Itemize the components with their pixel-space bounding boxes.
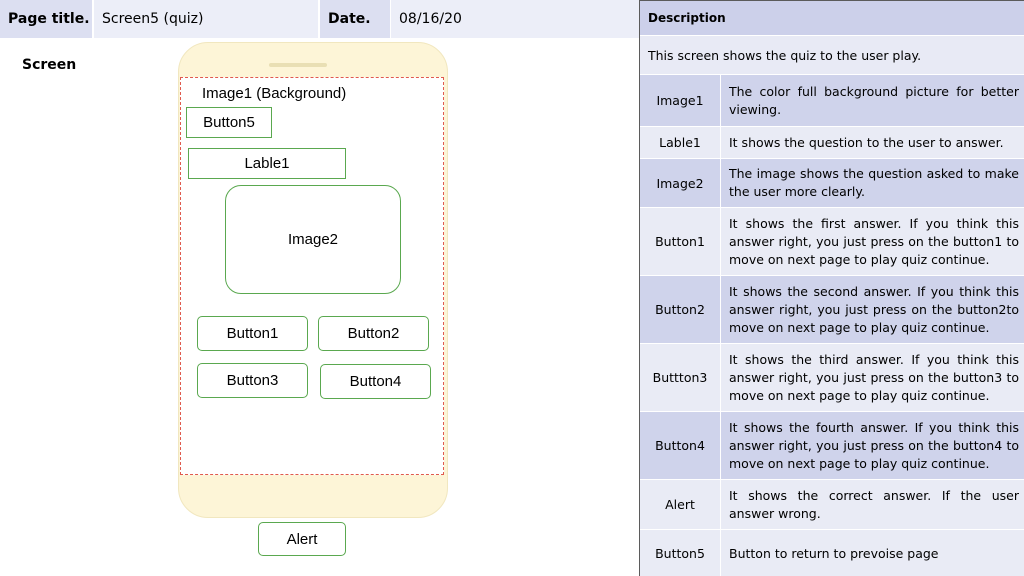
row-text: The color full background picture for be…: [729, 83, 1019, 117]
row-name: Alert: [640, 480, 721, 529]
button4[interactable]: Button4: [320, 364, 431, 399]
row-name: Button2: [640, 276, 721, 343]
table-row: Lable1 It shows the question to the user…: [640, 126, 1024, 158]
lable1: Lable1: [188, 148, 346, 179]
background-image-label: Image1 (Background): [202, 85, 347, 102]
row-name: Button4: [640, 412, 721, 479]
table-row: Image1 The color full background picture…: [640, 74, 1024, 126]
page-title-value: Screen5 (quiz): [94, 0, 318, 38]
table-row: Image2 The image shows the question aske…: [640, 158, 1024, 207]
row-text: It shows the second answer. If you think…: [729, 283, 1019, 335]
row-text: It shows the question to the user to ans…: [729, 134, 1004, 150]
row-text: The image shows the question asked to ma…: [729, 166, 1019, 199]
button5[interactable]: Button5: [186, 107, 272, 138]
table-row: Buttton3 It shows the third answer. If y…: [640, 343, 1024, 411]
row-name: Buttton3: [640, 344, 721, 411]
image2: Image2: [225, 185, 401, 294]
row-name: Lable1: [640, 127, 721, 158]
description-intro: This screen shows the quiz to the user p…: [640, 36, 1024, 74]
description-table: Description This screen shows the quiz t…: [639, 0, 1024, 576]
row-name: Image1: [640, 75, 721, 126]
table-row: Button4 It shows the fourth answer. If y…: [640, 411, 1024, 479]
table-row: Button1 It shows the first answer. If yo…: [640, 207, 1024, 275]
button2[interactable]: Button2: [318, 316, 429, 351]
button1[interactable]: Button1: [197, 316, 308, 351]
phone-speaker: [269, 63, 327, 67]
row-name: Button5: [640, 530, 721, 576]
button3[interactable]: Button3: [197, 363, 308, 398]
row-text: It shows the correct answer. If the user…: [729, 487, 1019, 521]
alert-box: Alert: [258, 522, 346, 556]
row-text: It shows the third answer. If you think …: [729, 351, 1019, 403]
date-value: 08/16/20: [391, 0, 639, 38]
row-name: Button1: [640, 208, 721, 275]
description-header: Description: [640, 1, 1024, 36]
page-title-label: Page title.: [0, 0, 92, 38]
row-text: Button to return to prevoise page: [729, 545, 939, 561]
row-name: Image2: [640, 159, 721, 207]
row-text: It shows the fourth answer. If you think…: [729, 419, 1019, 471]
screen-label: Screen: [22, 57, 77, 73]
table-row: Alert It shows the correct answer. If th…: [640, 479, 1024, 529]
date-label: Date.: [320, 0, 390, 38]
table-row: Button2 It shows the second answer. If y…: [640, 275, 1024, 343]
table-row: Button5 Button to return to prevoise pag…: [640, 529, 1024, 576]
row-text: It shows the first answer. If you think …: [729, 215, 1019, 267]
